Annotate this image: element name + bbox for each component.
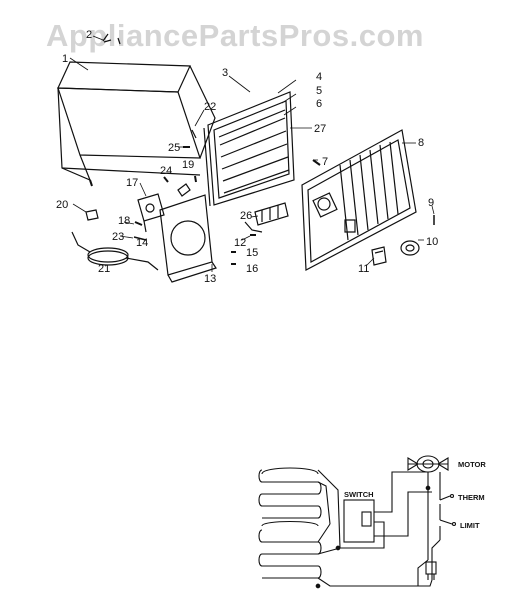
limit-contact <box>439 519 457 540</box>
part-19 <box>177 183 191 197</box>
callout-14: 14 <box>136 237 148 249</box>
fan-housing <box>159 194 217 283</box>
clip-part <box>102 33 121 45</box>
callout-18: 18 <box>118 215 130 227</box>
callout-24: 24 <box>160 165 172 177</box>
callout-3: 3 <box>222 67 228 79</box>
callout-16: 16 <box>246 263 258 275</box>
part-23 <box>133 236 147 241</box>
leader-lines <box>69 35 435 272</box>
control-knob <box>400 240 420 256</box>
switch-label: SWITCH <box>344 490 374 499</box>
motor-symbol <box>407 455 449 473</box>
heating-element-upper <box>258 469 322 519</box>
plug-symbol <box>425 561 437 580</box>
motor-assembly <box>137 193 165 233</box>
cabinet-housing <box>57 61 216 187</box>
callout-17: 17 <box>126 177 138 189</box>
callout-27: 27 <box>314 123 326 135</box>
therm-label: THERM <box>458 493 485 502</box>
power-cord <box>71 231 159 271</box>
callout-6: 6 <box>316 98 322 110</box>
wiring-diagram <box>258 455 457 589</box>
callout-10: 10 <box>426 236 438 248</box>
heating-element-lower <box>258 529 322 579</box>
part-18 <box>134 221 143 226</box>
rocker-switch <box>371 246 387 266</box>
callout-7: 7 <box>322 156 328 168</box>
callout-5: 5 <box>316 85 322 97</box>
callout-2: 2 <box>86 29 92 41</box>
callout-15: 15 <box>246 247 258 259</box>
callout-23: 23 <box>112 231 124 243</box>
louver-panel <box>203 91 295 207</box>
motor-label: MOTOR <box>458 460 486 469</box>
switch-box <box>343 499 375 543</box>
thermostat-contact <box>439 493 455 520</box>
callout-1: 1 <box>62 53 68 65</box>
screw-7 <box>312 159 321 166</box>
screws <box>183 129 197 148</box>
callout-4: 4 <box>316 71 322 83</box>
callout-21: 21 <box>98 263 110 275</box>
limit-label: LIMIT <box>460 521 480 530</box>
part-24 <box>163 176 169 183</box>
callout-13: 13 <box>204 273 216 285</box>
callout-22: 22 <box>204 101 216 113</box>
callout-25: 25 <box>168 142 180 154</box>
callout-11: 11 <box>358 263 369 275</box>
strain-relief <box>85 209 99 221</box>
callout-8: 8 <box>418 137 424 149</box>
callout-26: 26 <box>240 210 252 222</box>
callout-19: 19 <box>182 159 194 171</box>
callout-20: 20 <box>56 199 68 211</box>
element-terminal <box>244 202 289 233</box>
front-grille <box>301 129 417 271</box>
callout-9: 9 <box>428 197 434 209</box>
callout-12: 12 <box>234 237 246 249</box>
